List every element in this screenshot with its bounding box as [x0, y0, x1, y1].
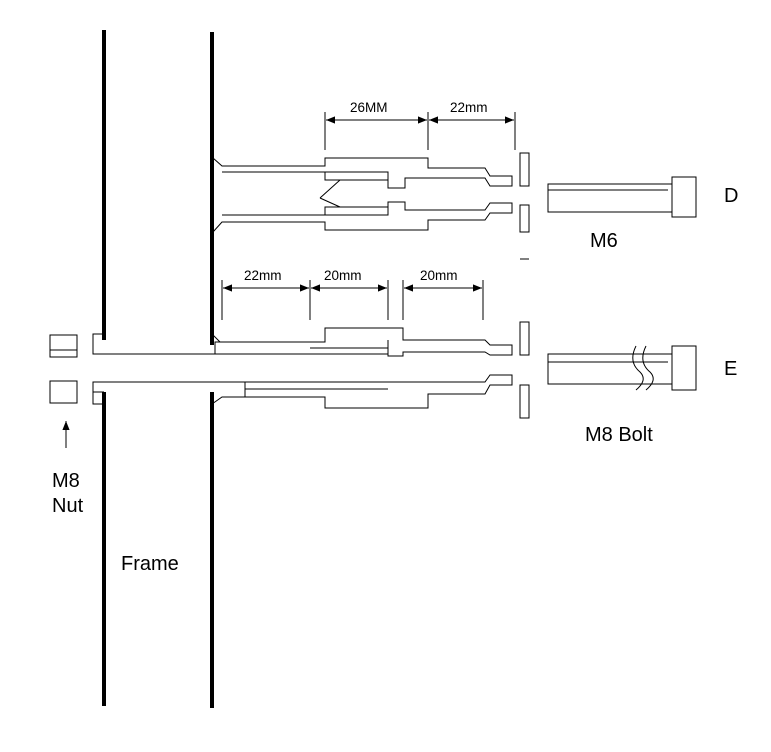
label-d: D — [724, 185, 738, 207]
dim-top-1: 26MM — [350, 100, 388, 115]
m8-nut-lower — [49, 380, 78, 404]
dimensions-top: 26MM 22mm — [324, 100, 516, 150]
m6-bolt-shank — [547, 183, 673, 213]
label-m8-bolt: M8 Bolt — [585, 424, 653, 446]
dim-top-2: 22mm — [450, 100, 488, 115]
label-nut: Nut — [52, 495, 84, 517]
assembly-e — [49, 321, 697, 419]
label-m8: M8 — [52, 470, 80, 492]
m6-bolt-head — [671, 176, 697, 218]
dimensions-bottom: 22mm 20mm 20mm — [221, 268, 484, 320]
dim-bottom-3: 20mm — [420, 268, 458, 283]
dim-bottom-2: 20mm — [324, 268, 362, 283]
m8-nut-upper — [49, 334, 78, 358]
label-frame: Frame — [121, 553, 179, 575]
assembly-d — [212, 152, 697, 260]
m8-bolt-head — [671, 345, 697, 391]
label-m6: M6 — [590, 230, 618, 252]
label-e: E — [724, 358, 737, 380]
dim-bottom-1: 22mm — [244, 268, 282, 283]
